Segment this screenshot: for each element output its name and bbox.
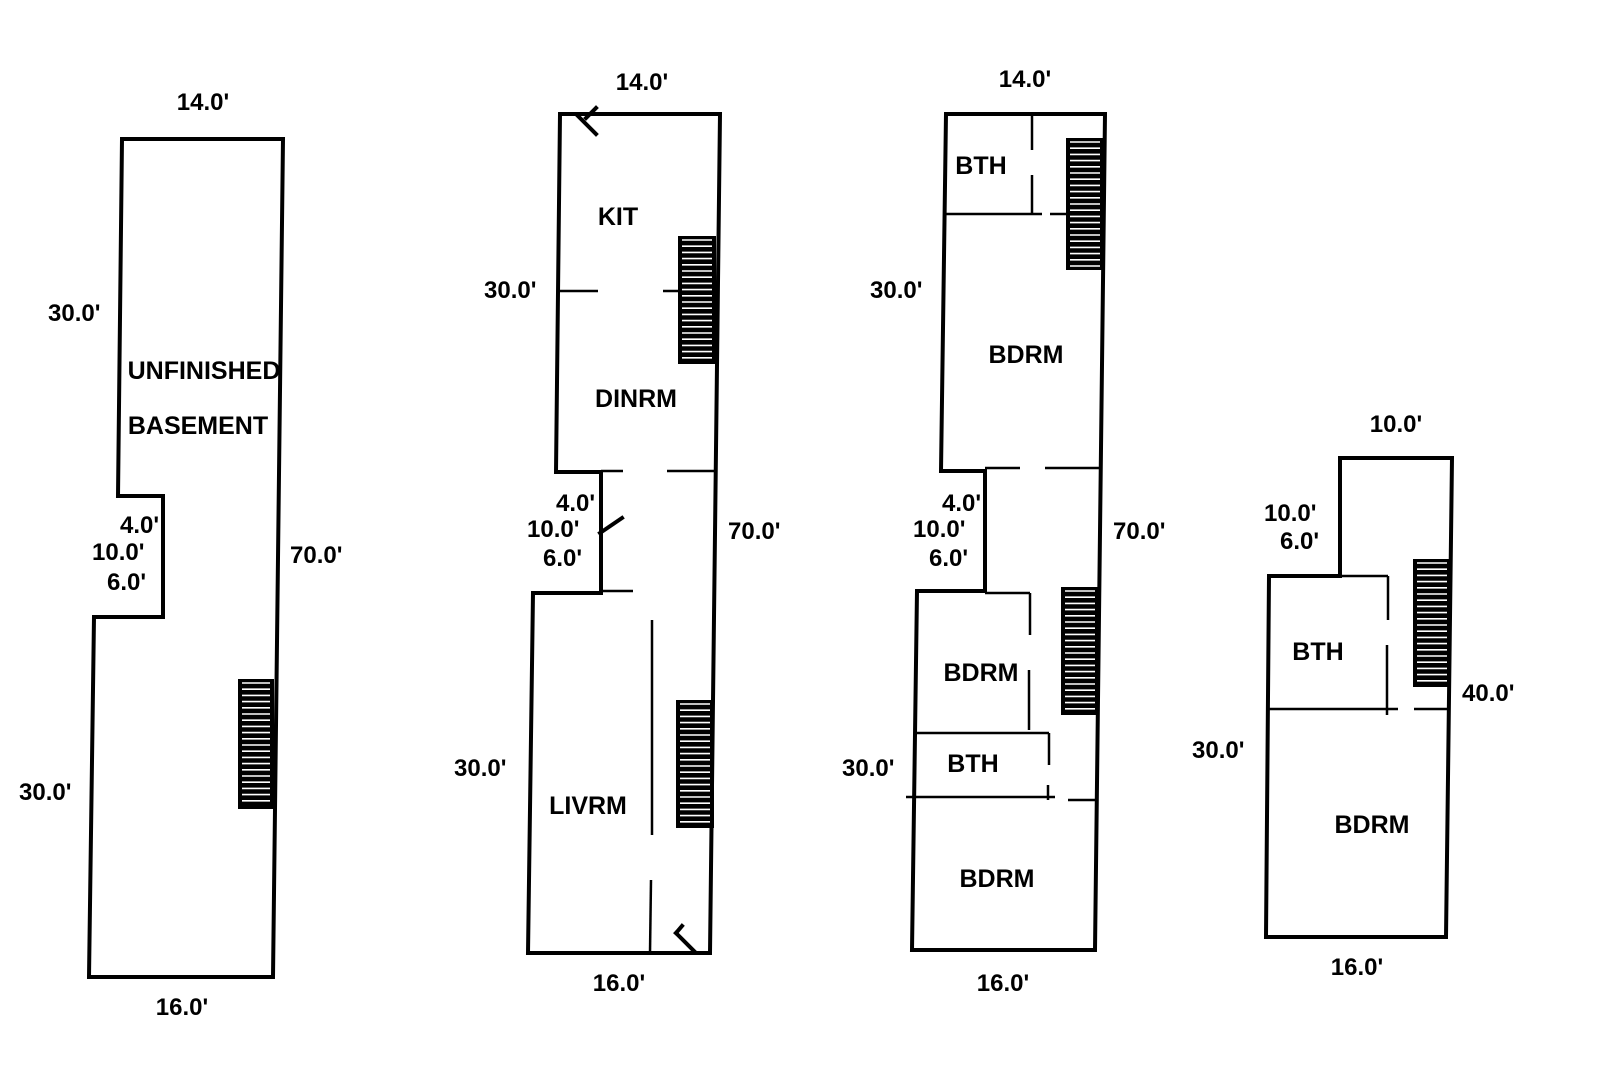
first-floor-outline bbox=[525, 112, 723, 955]
livrm-wall-lower bbox=[648, 879, 653, 954]
room-label-basement: BASEMENT bbox=[128, 412, 268, 440]
first-floor-stairs-upper bbox=[678, 236, 716, 364]
floor-first: 14.0' 30.0' 4.0' 10.0' 6.0' 70.0' 30.0' … bbox=[454, 69, 780, 997]
floor-third: 10.0' 10.0' 6.0' 40.0' 30.0' 16.0' BTH B… bbox=[1192, 411, 1514, 981]
stair-body bbox=[678, 236, 716, 364]
door-swing-kit bbox=[575, 113, 599, 137]
first-dim-notch-a: 4.0' bbox=[556, 490, 595, 517]
stair-body bbox=[1413, 559, 1451, 687]
first-dim-bottom: 16.0' bbox=[593, 970, 645, 997]
second-dim-notch-a: 4.0' bbox=[942, 490, 981, 517]
first-dim-notch-b: 10.0' bbox=[527, 516, 579, 543]
second-dim-right: 70.0' bbox=[1113, 518, 1165, 545]
second-dim-bottom: 16.0' bbox=[977, 970, 1029, 997]
room-label-bdrm-bottom: BDRM bbox=[960, 865, 1035, 893]
basement-dim-lower-left: 30.0' bbox=[19, 779, 71, 806]
basement-dim-notch-b: 10.0' bbox=[92, 539, 144, 566]
room-label-bdrm-mid: BDRM bbox=[944, 659, 1019, 687]
second-dim-notch-c: 6.0' bbox=[929, 545, 968, 572]
third-dim-left: 30.0' bbox=[1192, 737, 1244, 764]
second-dim-top: 14.0' bbox=[999, 66, 1051, 93]
first-floor-stairs-lower bbox=[676, 700, 714, 828]
room-label-bth-top: BTH bbox=[955, 152, 1006, 180]
basement-dim-top: 14.0' bbox=[177, 89, 229, 116]
door-swing-livrm-b bbox=[673, 923, 685, 936]
room-label-livrm: LIVRM bbox=[549, 792, 627, 820]
basement-dim-notch-c: 6.0' bbox=[107, 569, 146, 596]
second-floor-stairs-upper bbox=[1066, 138, 1104, 270]
first-dim-right: 70.0' bbox=[728, 518, 780, 545]
third-dim-top: 10.0' bbox=[1370, 411, 1422, 438]
first-dim-notch-c: 6.0' bbox=[543, 545, 582, 572]
door-swing-kit-b bbox=[583, 105, 599, 121]
second-floor-stairs-lower bbox=[1061, 587, 1099, 715]
third-dim-notch-b: 10.0' bbox=[1264, 500, 1316, 527]
basement-outline bbox=[86, 137, 286, 979]
basement-dim-notch-a: 4.0' bbox=[120, 512, 159, 539]
third-dim-bottom: 16.0' bbox=[1331, 954, 1383, 981]
floor-second: 14.0' 30.0' 4.0' 10.0' 6.0' 70.0' 30.0' … bbox=[842, 66, 1165, 997]
third-floor-stairs bbox=[1413, 559, 1451, 687]
first-dim-top: 14.0' bbox=[616, 69, 668, 96]
room-label-unfinished: UNFINISHED bbox=[128, 357, 281, 385]
room-label-bth-third: BTH bbox=[1292, 638, 1343, 666]
stair-body bbox=[238, 679, 274, 809]
second-floor-outline bbox=[909, 112, 1108, 952]
room-label-kit: KIT bbox=[598, 203, 638, 231]
stair-body bbox=[1061, 587, 1099, 715]
second-dim-notch-b: 10.0' bbox=[913, 516, 965, 543]
second-dim-upper-left: 30.0' bbox=[870, 277, 922, 304]
room-label-bth-lower: BTH bbox=[947, 750, 998, 778]
basement-dim-right: 70.0' bbox=[290, 542, 342, 569]
basement-dim-upper-left: 30.0' bbox=[48, 300, 100, 327]
basement-stairs bbox=[238, 679, 274, 809]
room-label-dinrm: DINRM bbox=[595, 385, 677, 413]
first-dim-upper-left: 30.0' bbox=[484, 277, 536, 304]
room-label-bdrm-top: BDRM bbox=[989, 341, 1064, 369]
floor-basement: 14.0' 30.0' 4.0' 10.0' 6.0' 70.0' 30.0' … bbox=[19, 89, 342, 1021]
second-dim-lower-left: 30.0' bbox=[842, 755, 894, 782]
door-swing-hall bbox=[597, 515, 625, 536]
basement-dim-bottom: 16.0' bbox=[156, 994, 208, 1021]
door-swing-livrm bbox=[673, 930, 697, 954]
stair-body bbox=[676, 700, 714, 828]
room-label-bdrm-third: BDRM bbox=[1335, 811, 1410, 839]
third-dim-right: 40.0' bbox=[1462, 680, 1514, 707]
third-dim-notch-c: 6.0' bbox=[1280, 528, 1319, 555]
first-dim-lower-left: 30.0' bbox=[454, 755, 506, 782]
